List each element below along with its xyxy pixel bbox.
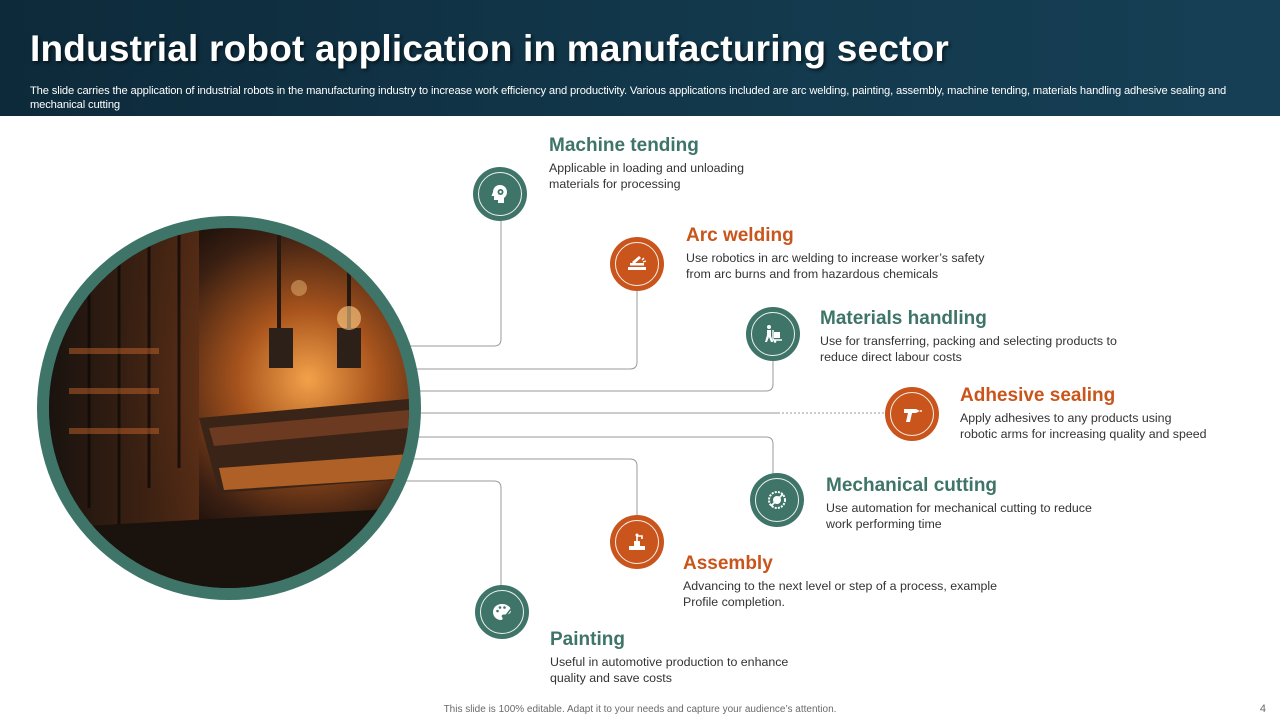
glue-gun-icon: [904, 409, 922, 422]
footer-note: This slide is 100% editable. Adapt it to…: [443, 704, 837, 715]
item-title: Arc welding: [686, 225, 794, 246]
assembly-node: [610, 515, 664, 569]
item-description: Advancing to the next level or step of a…: [683, 579, 998, 609]
assembly-robot-icon: [629, 533, 645, 550]
connector-materials-handling: [300, 360, 774, 392]
item-description: Use automation for mechanical cutting to…: [826, 501, 1092, 531]
item-machine-tending: Machine tending Applicable in loading an…: [549, 135, 744, 192]
item-description: Use robotics in arc welding to increase …: [686, 251, 985, 281]
header-banner: Industrial robot application in manufact…: [0, 0, 1280, 116]
item-description: Apply adhesives to any products using ro…: [960, 411, 1207, 441]
item-title: Machine tending: [549, 135, 699, 156]
item-description: Use for transferring, packing and select…: [820, 334, 1117, 364]
item-assembly: Assembly Advancing to the next level or …: [683, 553, 997, 610]
hand-truck-icon: [765, 325, 782, 343]
page-number: 4: [1259, 703, 1266, 715]
item-title: Adhesive sealing: [960, 385, 1116, 406]
item-title: Painting: [550, 629, 625, 650]
connector-assembly: [300, 458, 638, 516]
materials-handling-node: [746, 307, 800, 361]
item-adhesive-sealing: Adhesive sealing Apply adhesives to any …: [960, 385, 1207, 442]
mechanical-cutting-node: [750, 473, 804, 527]
item-arc-welding: Arc welding Use robotics in arc welding …: [686, 225, 984, 282]
palette-brush-icon: [493, 604, 512, 620]
connector-mechanical-cutting: [300, 436, 774, 474]
item-title: Materials handling: [820, 308, 987, 329]
item-mechanical-cutting: Mechanical cutting Use automation for me…: [826, 475, 1092, 532]
photo-ring: [37, 216, 421, 600]
item-description: Applicable in loading and unloading mate…: [549, 161, 744, 191]
welding-icon: [628, 256, 647, 270]
item-painting: Painting Useful in automotive production…: [550, 629, 788, 686]
item-title: Assembly: [683, 553, 773, 574]
painting-node: [475, 585, 529, 639]
connector-arc-welding: [300, 290, 638, 370]
item-description: Useful in automotive production to enhan…: [550, 655, 789, 685]
saw-blade-icon: [768, 491, 786, 509]
connector-machine-tending: [300, 218, 502, 347]
page-title: Industrial robot application in manufact…: [30, 28, 950, 69]
machine-tending-node: [473, 167, 527, 221]
adhesive-sealing-node: [885, 387, 939, 441]
item-materials-handling: Materials handling Use for transferring,…: [820, 308, 1117, 365]
industrial-foundry-photo: [49, 228, 409, 588]
arc-welding-node: [610, 237, 664, 291]
connector-painting: [300, 480, 502, 586]
page-subtitle: The slide carries the application of ind…: [30, 85, 1227, 111]
item-title: Mechanical cutting: [826, 475, 998, 496]
head-gear-icon: [491, 185, 507, 203]
